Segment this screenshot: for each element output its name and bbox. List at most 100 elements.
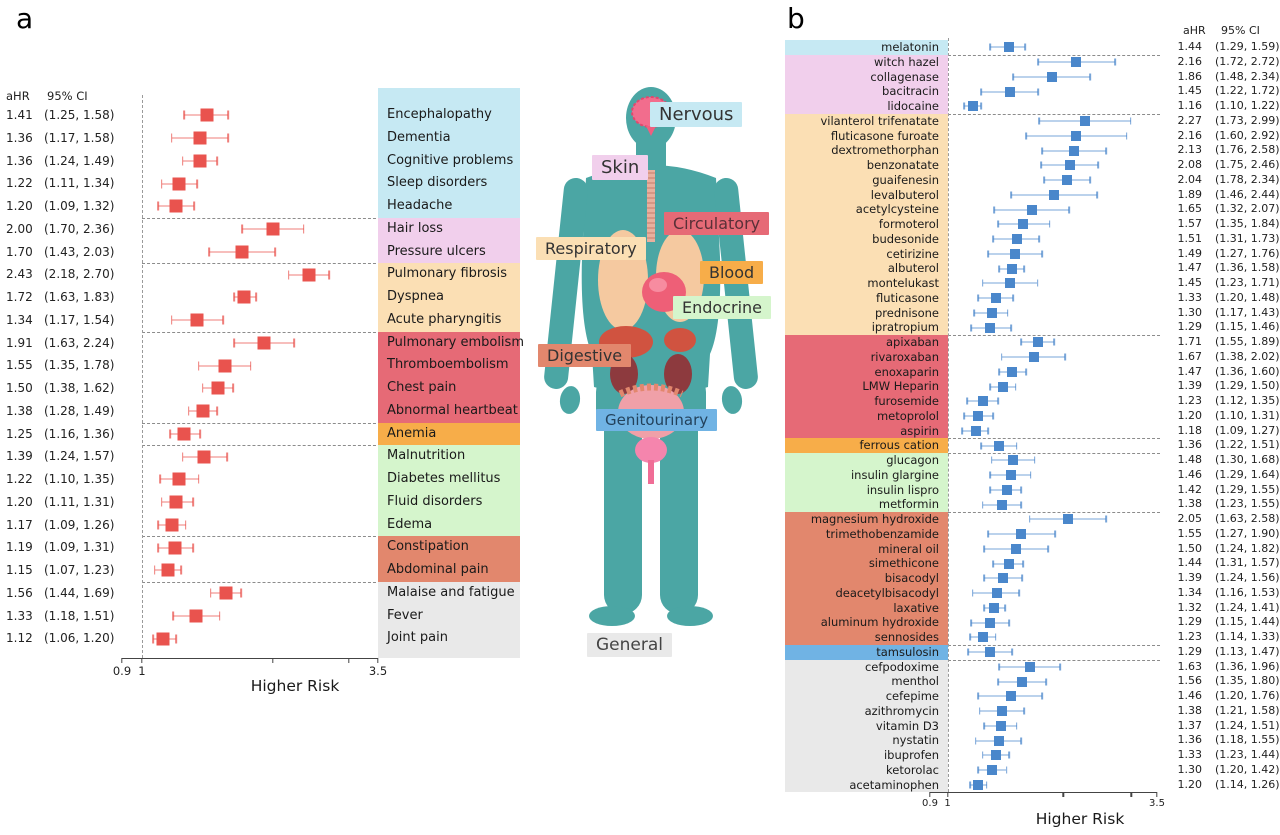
row-label: simethicone [785, 556, 948, 571]
point-estimate-marker [211, 381, 225, 395]
ahr-value: 1.30 [1177, 305, 1203, 319]
point-estimate-marker [219, 586, 233, 600]
confidence-interval-plot [948, 232, 1157, 247]
ahr-value: 1.45 [1177, 84, 1203, 98]
ci-cap-low [1038, 117, 1041, 125]
point-estimate-marker [985, 322, 996, 333]
ci-cap-low [970, 619, 973, 627]
body-label-genitourinary: Genitourinary [596, 409, 718, 431]
axis-tick [271, 658, 274, 663]
confidence-interval-plot [142, 536, 378, 559]
row-label: dextromethorphan [785, 143, 948, 158]
row-label: laxative [785, 600, 948, 616]
bladder-icon [635, 437, 667, 463]
confidence-interval-plot [142, 332, 378, 355]
confidence-interval-plot [142, 127, 378, 150]
confidence-interval-plot [142, 468, 378, 491]
confidence-interval-plot [142, 445, 378, 468]
ci-value: (1.60, 2.92) [1215, 128, 1280, 142]
point-estimate-marker [973, 411, 984, 422]
confidence-interval-plot [142, 514, 381, 538]
ci-value: (1.30, 1.68) [1215, 453, 1280, 466]
row-label: Joint pain [378, 627, 520, 650]
group-separator [948, 453, 1160, 454]
confidence-interval-plot [948, 202, 1157, 217]
ci-cap-high [1004, 604, 1007, 612]
confidence-interval-plot [948, 306, 1157, 321]
point-estimate-marker [1011, 234, 1022, 245]
confidence-interval-plot [948, 424, 1160, 440]
row-label: cefepime [785, 689, 948, 704]
point-estimate-marker [193, 154, 207, 168]
ci-cap-high [184, 520, 187, 530]
ci-cap-high [1012, 294, 1015, 302]
ci-cap-high [1023, 265, 1026, 273]
ci-value: (1.20, 1.42) [1215, 762, 1280, 776]
point-estimate-marker [1010, 543, 1021, 554]
row-label: Diabetes mellitus [378, 468, 520, 491]
ci-cap-low [980, 442, 983, 450]
forest-row: 1.12(1.06, 1.20)Joint pain [0, 627, 520, 650]
ci-cap-high [1007, 751, 1010, 759]
ci-cap-low [987, 530, 989, 538]
ci-cap-high [985, 781, 988, 789]
ahr-value: 1.55 [1177, 526, 1203, 540]
ahr-value: 1.86 [1177, 69, 1203, 83]
ci-value: (1.76, 2.58) [1215, 143, 1280, 157]
ci-value: (1.31, 1.57) [1215, 556, 1280, 570]
ci-value: (1.25, 1.58) [44, 108, 115, 122]
ci-cap-high [216, 406, 218, 416]
ci-cap-low [157, 543, 160, 553]
ci-cap-low [1020, 338, 1022, 346]
row-label: vilanterol trifenatate [785, 113, 948, 129]
row-label: cetirizine [785, 246, 948, 262]
ci-cap-low [160, 497, 163, 507]
ci-cap-low [197, 361, 200, 371]
ci-cap-high [232, 383, 234, 393]
confidence-interval-plot [948, 748, 1157, 763]
ci-value: (1.10, 1.31) [1215, 408, 1280, 422]
ci-value: (1.23, 1.44) [1215, 748, 1280, 761]
ci-cap-low [971, 589, 974, 597]
ahr-value: 1.56 [6, 585, 33, 600]
confidence-interval-plot [142, 627, 378, 650]
confidence-interval-plot [948, 173, 1157, 188]
ci-value: (1.24, 1.41) [1215, 600, 1280, 614]
ahr-value: 1.41 [6, 108, 33, 122]
point-estimate-marker [196, 404, 210, 418]
ci-value: (1.78, 2.34) [1215, 172, 1280, 186]
point-estimate-marker [235, 245, 249, 259]
confidence-interval-plot [948, 704, 1157, 719]
ci-cap-low [170, 315, 173, 325]
panel-a-letter: a [16, 2, 34, 35]
ci-value: (1.09, 1.31) [44, 540, 115, 555]
ci-value: (1.24, 1.57) [44, 449, 115, 464]
group-separator [948, 54, 1160, 56]
ci-cap-low [187, 406, 190, 416]
ci-cap-low [157, 201, 160, 211]
ci-cap-low [170, 133, 173, 143]
ci-value: (1.63, 2.58) [1215, 512, 1280, 525]
ci-cap-low [989, 43, 992, 51]
row-label: Headache [378, 195, 520, 218]
point-estimate-marker [1016, 529, 1027, 540]
group-separator [948, 438, 1160, 440]
ci-cap-high [240, 588, 242, 598]
row-label: guaifenesin [785, 172, 948, 188]
ci-cap-high [1088, 73, 1091, 81]
point-estimate-marker [970, 425, 981, 436]
ci-cap-low [157, 520, 160, 530]
